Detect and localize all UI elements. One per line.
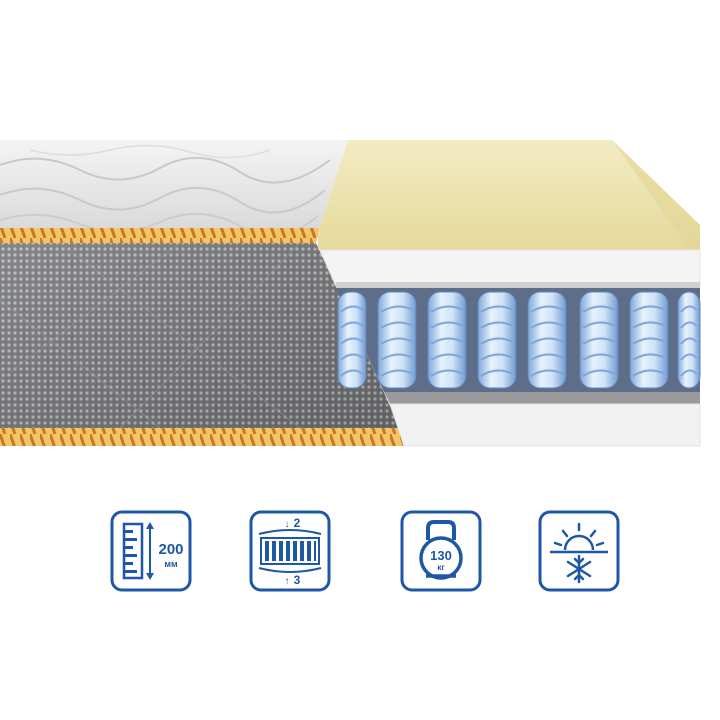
felt-layer-bottom [384, 392, 700, 404]
spring-coil-line [480, 321, 514, 329]
spring-coil-line [380, 353, 414, 361]
memory-foam-layer [318, 140, 700, 250]
spring-coil-line [380, 337, 414, 345]
svg-text:↓: ↓ [285, 519, 290, 530]
spring-coil-line [530, 305, 564, 313]
pocket-spring [477, 291, 517, 389]
spring-coil-line [380, 305, 414, 313]
max-weight-feature-icon: 130 кг [400, 510, 482, 592]
bottom-piping [0, 428, 404, 446]
spring-coil-line [430, 369, 464, 377]
spring-coil-line [582, 369, 616, 377]
spring-coil-line [480, 353, 514, 361]
pocket-spring [629, 291, 669, 389]
sun-icon [563, 534, 595, 551]
quilted-cover-layer [0, 140, 348, 236]
spring-coil-line [430, 305, 464, 313]
spring-coil-line [340, 305, 364, 313]
spring-coil-line [340, 369, 364, 377]
spring-coil-line [530, 369, 564, 377]
spring-coil-line [632, 337, 666, 345]
spring-coil-line [380, 321, 414, 329]
spring-coil-line [430, 353, 464, 361]
summer-winter-feature-icon [538, 510, 620, 592]
firmness-side-b: 3 [294, 573, 301, 587]
pocket-spring [527, 291, 567, 389]
pocket-springs-layer [336, 288, 701, 392]
foam-base-layer [389, 403, 701, 447]
spring-coil-line [430, 321, 464, 329]
pocket-spring [337, 291, 367, 389]
top-piping [0, 228, 320, 243]
pocket-spring [427, 291, 467, 389]
height-feature-icon: 200 мм [110, 510, 192, 592]
spring-coil-line [340, 321, 364, 329]
spring-coil-line [632, 369, 666, 377]
spring-coil-line [340, 337, 364, 345]
spring-coil-line [680, 353, 698, 361]
pocket-spring [377, 291, 417, 389]
height-unit: мм [164, 559, 178, 569]
firmness-feature-icon: ↓ 2 ↑ 3 [249, 510, 331, 592]
spring-coil-line [582, 321, 616, 329]
spring-coil-line [380, 369, 414, 377]
spring-coil-line [480, 337, 514, 345]
spring-coil-line [582, 337, 616, 345]
mattress-cutaway-illustration [0, 140, 701, 447]
spring-coil-line [480, 305, 514, 313]
spring-coil-line [680, 305, 698, 313]
height-value: 200 [158, 541, 183, 558]
pocket-spring [579, 291, 619, 389]
spring-coil-line [582, 305, 616, 313]
spring-coil-line [340, 353, 364, 361]
felt-layer-top [319, 249, 701, 287]
snowflake-icon [566, 554, 592, 584]
max-weight-unit: кг [437, 563, 445, 572]
spring-coil-line [530, 337, 564, 345]
spring-coil-line [632, 353, 666, 361]
spring-coil-line [632, 321, 666, 329]
spring-coil-line [632, 305, 666, 313]
spring-coil-line [680, 321, 698, 329]
firmness-side-a: 2 [294, 516, 301, 530]
spring-coil-line [582, 353, 616, 361]
spring-coil-line [480, 369, 514, 377]
spring-coil-line [680, 337, 698, 345]
mesh-side-panel [0, 242, 400, 429]
spring-coil-line [680, 369, 698, 377]
spring-coil-line [430, 337, 464, 345]
pocket-spring [677, 291, 701, 389]
spring-coil-line [530, 353, 564, 361]
max-weight-value: 130 [430, 548, 452, 563]
svg-text:↑: ↑ [285, 576, 290, 587]
spring-coil-line [530, 321, 564, 329]
